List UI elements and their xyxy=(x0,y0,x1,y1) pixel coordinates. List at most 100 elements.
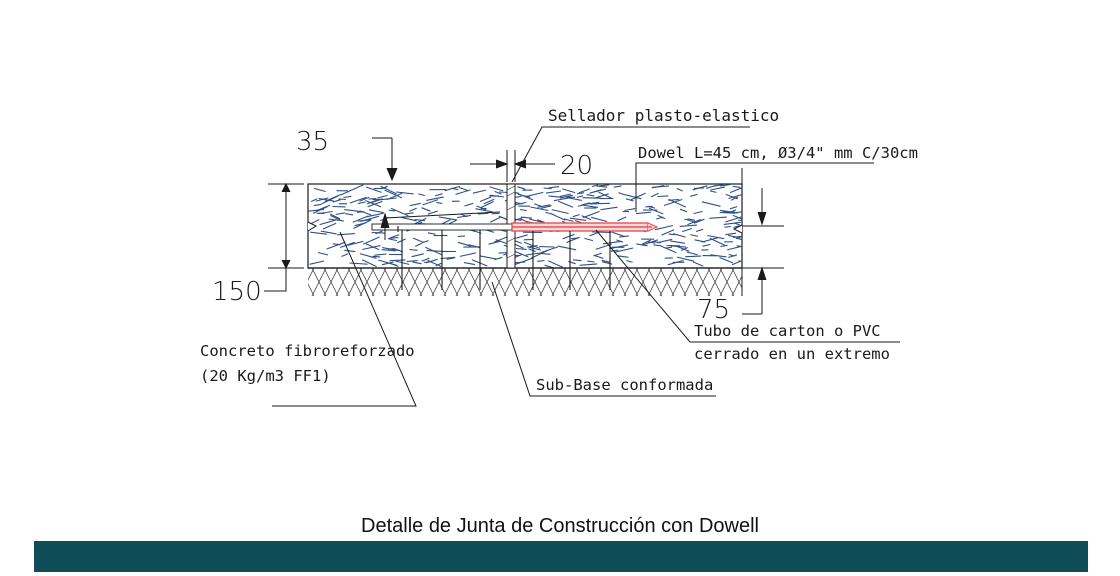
subbase-hatch-stroke xyxy=(659,268,675,296)
concrete-texture-stroke xyxy=(543,187,552,190)
concrete-texture-stroke xyxy=(373,187,387,190)
subbase-hatch-stroke xyxy=(623,268,639,296)
concrete-texture-stroke xyxy=(448,219,457,225)
concrete-texture-stroke xyxy=(719,211,736,214)
concrete-texture-stroke xyxy=(601,259,611,263)
subbase-hatch-stroke xyxy=(371,268,387,296)
concrete-texture-stroke xyxy=(457,214,472,219)
concrete-texture-stroke xyxy=(630,192,646,201)
concrete-texture-stroke xyxy=(368,209,384,214)
concrete-texture-stroke xyxy=(441,219,451,225)
concrete-texture-stroke xyxy=(624,208,636,212)
concrete-texture-stroke xyxy=(670,245,687,248)
concrete-texture-stroke xyxy=(365,199,382,208)
concrete-texture-stroke xyxy=(401,216,417,222)
concrete-texture-stroke xyxy=(544,264,556,268)
concrete-texture-stroke xyxy=(693,218,705,224)
subbase-hatch-stroke xyxy=(551,268,567,296)
subbase-hatch-stroke xyxy=(515,268,531,296)
concrete-texture-stroke xyxy=(326,241,346,250)
dimension-joint: 20 xyxy=(560,151,593,181)
concrete-texture-stroke xyxy=(332,243,341,246)
concrete-texture-stroke xyxy=(463,262,476,266)
concrete-texture-stroke xyxy=(728,253,735,257)
concrete-texture-stroke xyxy=(480,201,494,209)
concrete-texture-stroke xyxy=(548,186,560,189)
concrete-texture-stroke xyxy=(727,245,742,251)
concrete-texture-stroke xyxy=(572,213,580,218)
concrete-texture-stroke xyxy=(525,191,544,198)
concrete-texture-stroke xyxy=(489,186,504,192)
concrete-texture-stroke xyxy=(322,222,337,230)
concrete-texture-stroke xyxy=(421,257,430,262)
concrete-texture-stroke xyxy=(657,214,666,220)
concrete-texture-stroke xyxy=(729,209,737,213)
concrete-texture-stroke xyxy=(624,194,642,200)
concrete-texture-stroke xyxy=(358,219,372,222)
subbase-hatch-stroke xyxy=(383,268,399,296)
subbase-hatch-stroke xyxy=(611,268,627,296)
concrete-texture-stroke xyxy=(313,187,326,193)
concrete-texture-stroke xyxy=(584,237,594,242)
concrete-texture-stroke xyxy=(444,185,460,192)
concrete-texture-stroke xyxy=(550,212,566,221)
concrete-texture-stroke xyxy=(707,234,725,240)
concrete-texture-stroke xyxy=(710,254,727,258)
concrete-texture-stroke xyxy=(641,239,652,245)
concrete-texture-stroke xyxy=(514,234,528,240)
concrete-texture-stroke xyxy=(732,214,742,220)
concrete-texture-stroke xyxy=(421,239,429,244)
concrete-texture-stroke xyxy=(374,253,387,256)
concrete-texture-stroke xyxy=(613,247,634,253)
concrete-texture-stroke xyxy=(680,246,688,252)
concrete-texture-stroke xyxy=(479,255,497,260)
concrete-texture-stroke xyxy=(338,198,346,201)
concrete-texture-stroke xyxy=(557,245,577,251)
concrete-texture-stroke xyxy=(725,232,736,236)
concrete-texture-stroke xyxy=(313,203,322,207)
concrete-texture-stroke xyxy=(590,216,608,223)
dimension-lines xyxy=(264,126,900,407)
concrete-texture-stroke xyxy=(593,252,603,257)
concrete-texture-stroke xyxy=(693,187,704,189)
concrete-texture-stroke xyxy=(701,201,721,207)
concrete-texture-stroke xyxy=(359,253,377,259)
concrete-texture-stroke xyxy=(695,228,704,233)
subbase-hatch-stroke xyxy=(695,268,711,296)
concrete-texture-stroke xyxy=(349,262,368,265)
concrete-texture-stroke xyxy=(613,185,622,188)
concrete-texture-stroke xyxy=(586,194,595,197)
concrete-texture-stroke xyxy=(319,219,337,226)
concrete-texture-stroke xyxy=(687,218,701,226)
concrete-texture-stroke xyxy=(679,224,697,227)
concrete-label-line2: (20 Kg/m3 FF1) xyxy=(200,367,331,385)
footer-bar xyxy=(34,541,1088,572)
concrete-texture-stroke xyxy=(340,241,355,249)
concrete-texture-stroke xyxy=(682,227,693,233)
concrete-texture-stroke xyxy=(719,209,739,214)
concrete-texture-stroke xyxy=(562,233,575,240)
concrete-label-line1: Concreto fibroreforzado xyxy=(200,342,415,360)
concrete-texture-stroke xyxy=(673,233,686,238)
concrete-texture-stroke xyxy=(464,202,474,207)
subbase-hatch-stroke xyxy=(347,268,363,296)
concrete-texture-stroke xyxy=(425,258,438,264)
tube-label-line2: cerrado en un extremo xyxy=(694,345,890,363)
concrete-texture-stroke xyxy=(309,260,325,265)
concrete-texture-stroke xyxy=(515,247,527,250)
concrete-texture-stroke xyxy=(582,210,600,219)
concrete-texture-stroke xyxy=(357,201,366,205)
concrete-texture-stroke xyxy=(579,263,598,266)
concrete-texture-stroke xyxy=(366,212,384,218)
concrete-texture-stroke xyxy=(563,218,574,222)
concrete-texture-stroke xyxy=(736,245,742,248)
concrete-texture-stroke xyxy=(344,209,362,213)
concrete-texture-stroke xyxy=(336,233,355,236)
concrete-texture-stroke xyxy=(668,233,675,236)
concrete-texture-stroke xyxy=(600,206,618,211)
concrete-texture-stroke xyxy=(594,255,604,259)
concrete-texture-stroke xyxy=(308,208,325,212)
dimension-top: 35 xyxy=(296,127,329,157)
concrete-texture-stroke xyxy=(625,198,634,202)
